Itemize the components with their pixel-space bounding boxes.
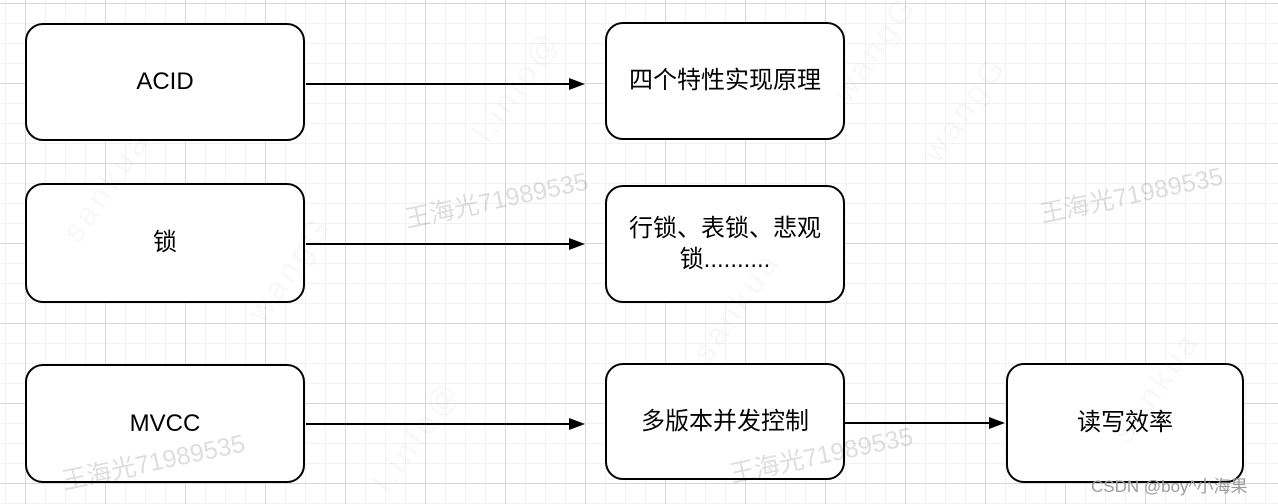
node-acid-implementation[interactable]: 四个特性实现原理 (605, 22, 845, 140)
node-mvcc-implementation[interactable]: 多版本并发控制 (605, 363, 845, 480)
node-lock-label: 锁 (153, 229, 177, 257)
node-rw-efficiency-label: 读写效率 (1077, 409, 1173, 437)
edge-arrow-impl-to-rw[interactable] (844, 417, 1005, 429)
edge-arrow-mvcc-to-impl[interactable] (306, 418, 585, 430)
edge-arrow-lock-to-types[interactable] (306, 238, 585, 250)
faint-watermark: l.info@ (364, 372, 468, 499)
edge-arrow-acid-to-impl[interactable] (306, 78, 585, 90)
node-acid-implementation-label: 四个特性实现原理 (629, 67, 821, 95)
node-mvcc[interactable]: MVCC (25, 364, 305, 483)
node-lock-types[interactable]: 行锁、表锁、悲观 锁.......... (605, 185, 845, 303)
node-acid[interactable]: ACID (25, 23, 305, 141)
node-lock-types-label: 行锁、表锁、悲观 锁.......... (629, 214, 821, 273)
node-acid-label: ACID (136, 68, 194, 96)
node-mvcc-implementation-label: 多版本并发控制 (641, 407, 809, 435)
id-watermark: 王海光71989535 (402, 167, 591, 234)
faint-watermark: wangG (914, 48, 1014, 169)
faint-watermark: l.info@ (464, 22, 568, 149)
id-watermark: 王海光71989535 (1037, 162, 1226, 229)
node-lock[interactable]: 锁 (25, 183, 305, 303)
node-rw-efficiency[interactable]: 读写效率 (1006, 363, 1244, 483)
node-mvcc-label: MVCC (129, 409, 201, 437)
